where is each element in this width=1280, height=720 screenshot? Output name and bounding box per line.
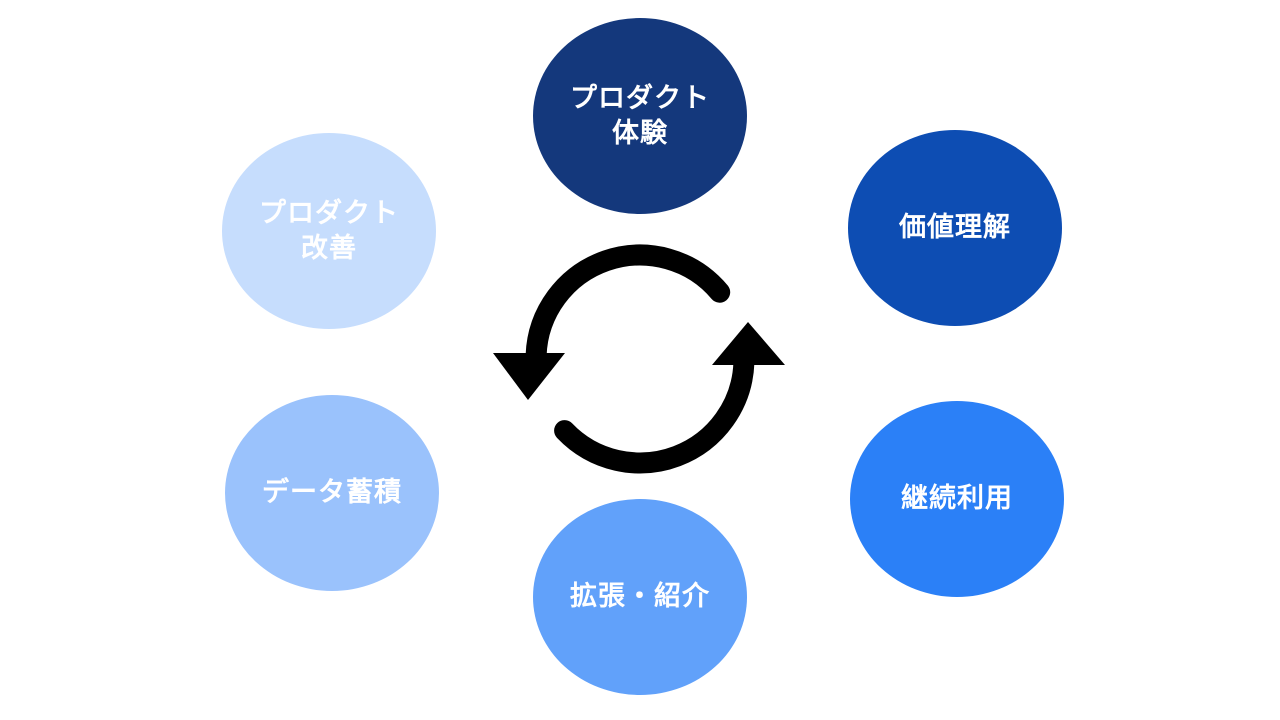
node-label-continued-use: 継続利用 [901,483,1013,514]
arrow-down-left-head [493,353,565,400]
cycle-top-arc [525,244,731,366]
cycle-bottom-arc [554,352,755,474]
node-product-improvement: プロダクト 改善 [222,133,436,329]
node-continued-use: 継続利用 [850,401,1064,597]
node-value-understanding: 価値理解 [848,130,1062,326]
node-label-data-accumulation: データ蓄積 [262,477,402,508]
cycle-arrows-icon [493,244,785,474]
node-label-product-improvement: プロダクト 改善 [259,197,399,263]
node-expansion-referral: 拡張・紹介 [533,499,747,695]
node-product-experience: プロダクト 体験 [533,18,747,214]
node-label-expansion-referral: 拡張・紹介 [570,581,710,612]
node-label-product-experience: プロダクト 体験 [570,82,710,148]
node-label-value-understanding: 価値理解 [899,212,1011,243]
node-data-accumulation: データ蓄積 [225,395,439,591]
arrow-up-right-head [712,322,785,365]
